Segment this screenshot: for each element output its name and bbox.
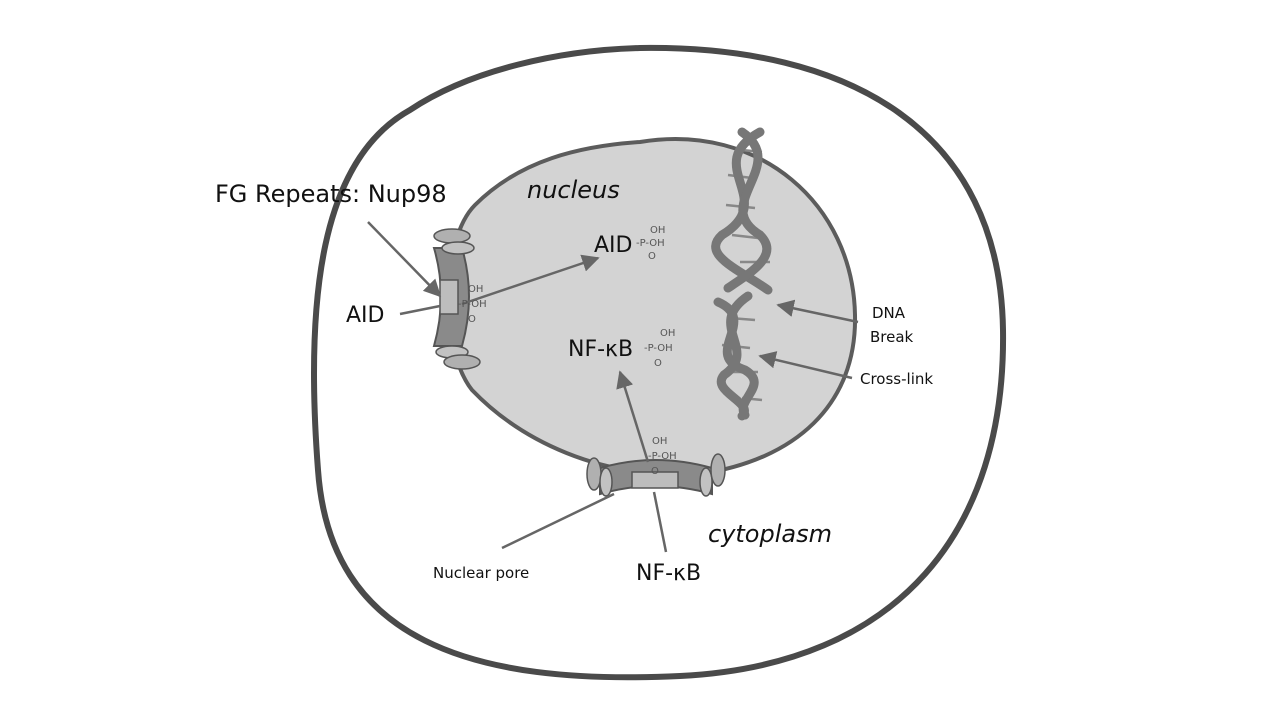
nucleus-envelope — [446, 137, 858, 477]
phosphate-nfkb-pore: OH -P-OH O — [648, 436, 677, 477]
svg-text:O: O — [648, 251, 656, 262]
dna-helix-upper — [711, 127, 773, 295]
label-break: Break — [870, 328, 914, 346]
label-nfkb-cyto: NF-κB — [636, 561, 701, 586]
svg-text:O: O — [654, 358, 662, 369]
svg-text:-P-OH: -P-OH — [636, 238, 665, 249]
arrow-dna-break — [776, 299, 859, 324]
nuclear-pore-bottom — [586, 453, 726, 497]
svg-text:OH: OH — [468, 284, 483, 295]
label-nfkb-nucleus: NF-κB — [568, 337, 633, 362]
svg-text:OH: OH — [660, 328, 675, 339]
svg-text:OH: OH — [650, 225, 665, 236]
phosphate-aid-nucleus: OH -P-OH O — [636, 225, 665, 262]
label-fg-repeats: FG Repeats: Nup98 — [215, 180, 447, 208]
label-cross-link: Cross-link — [860, 370, 933, 388]
label-cytoplasm: cytoplasm — [708, 520, 832, 548]
svg-text:O: O — [468, 314, 476, 325]
arrow-nfkb-cyto — [652, 491, 668, 553]
label-nucleus: nucleus — [527, 176, 620, 204]
label-nuclear-pore: Nuclear pore — [433, 564, 529, 582]
arrow-aid-import — [461, 254, 600, 306]
nuclear-pore-left — [432, 228, 481, 370]
svg-text:-P-OH: -P-OH — [644, 343, 673, 354]
phosphate-aid-pore: OH -P-OH O — [458, 284, 487, 325]
svg-text:-P-OH: -P-OH — [458, 299, 487, 310]
svg-text:O: O — [651, 466, 659, 477]
arrow-aid-left — [399, 304, 441, 316]
svg-text:OH: OH — [652, 436, 667, 447]
arrow-nuclear-pore — [501, 492, 615, 550]
arrow-fg-repeats — [367, 221, 442, 298]
dna-helix-lower — [713, 291, 763, 421]
phosphate-nfkb-nucleus: OH -P-OH O — [644, 328, 675, 369]
svg-text:-P-OH: -P-OH — [648, 451, 677, 462]
label-dna: DNA — [872, 304, 906, 322]
arrow-cross-link — [758, 351, 853, 380]
label-aid-left: AID — [346, 303, 384, 328]
arrow-nfkb-import — [616, 370, 650, 463]
label-aid-nucleus: AID — [594, 233, 632, 258]
